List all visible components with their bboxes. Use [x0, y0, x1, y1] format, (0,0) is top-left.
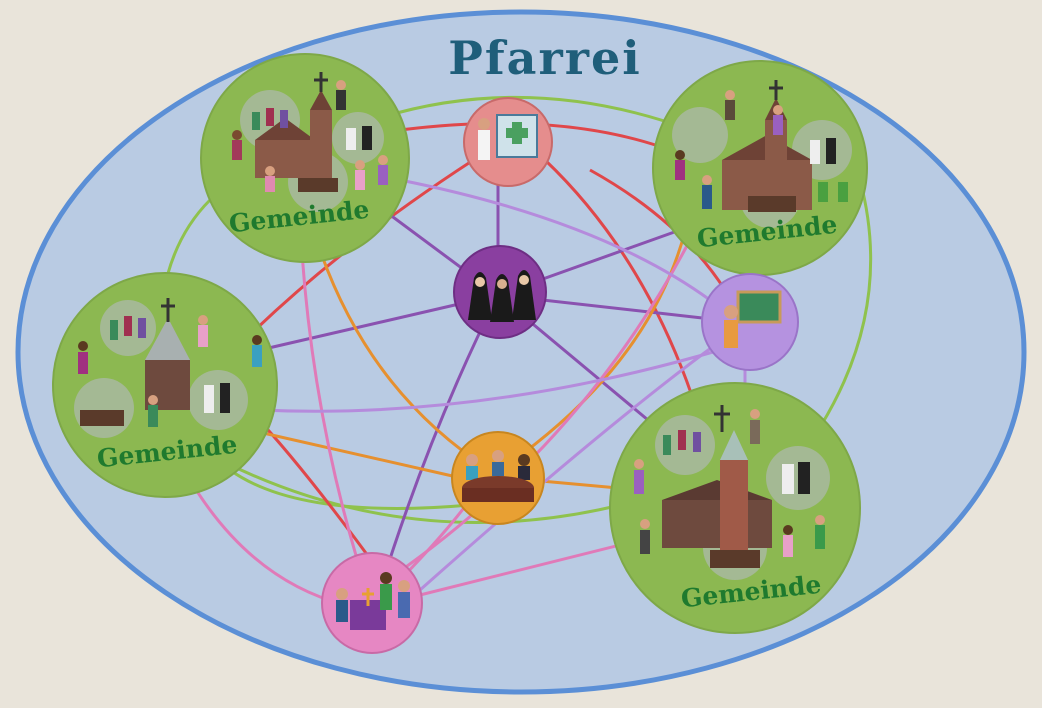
hospital-icon — [478, 114, 538, 160]
church-icon — [662, 405, 772, 550]
people-icon — [232, 80, 388, 192]
people-icon — [675, 90, 848, 212]
nuns-node — [453, 245, 547, 339]
gemeinde-bottom-right: Gemeinde — [609, 382, 861, 634]
hospital-node — [463, 97, 553, 187]
council-node — [451, 431, 545, 525]
nuns-icon — [468, 270, 536, 322]
people-icon — [78, 315, 262, 427]
teacher-icon — [724, 290, 782, 348]
gemeinde-top-right: Gemeinde — [652, 60, 868, 276]
connection-line — [419, 343, 716, 592]
group-altar-icon — [336, 572, 410, 630]
connection-line — [249, 428, 471, 482]
youth-group-node — [321, 552, 423, 654]
school-node — [701, 273, 799, 371]
connection-line — [399, 178, 711, 302]
connection-line — [298, 219, 372, 601]
connection-line — [229, 468, 471, 510]
connection-line — [219, 458, 641, 524]
connection-line — [543, 158, 702, 421]
connection-line — [259, 348, 721, 413]
gemeinde-top-left: Gemeinde — [200, 53, 410, 263]
church-icon — [255, 72, 332, 178]
people-icon — [634, 409, 825, 568]
gemeinde-middle-left: Gemeinde — [52, 272, 278, 498]
council-table-icon — [462, 450, 534, 502]
connection-line — [499, 209, 692, 472]
church-icon — [722, 80, 812, 210]
pfarrei-title: Pfarrei — [448, 31, 641, 85]
